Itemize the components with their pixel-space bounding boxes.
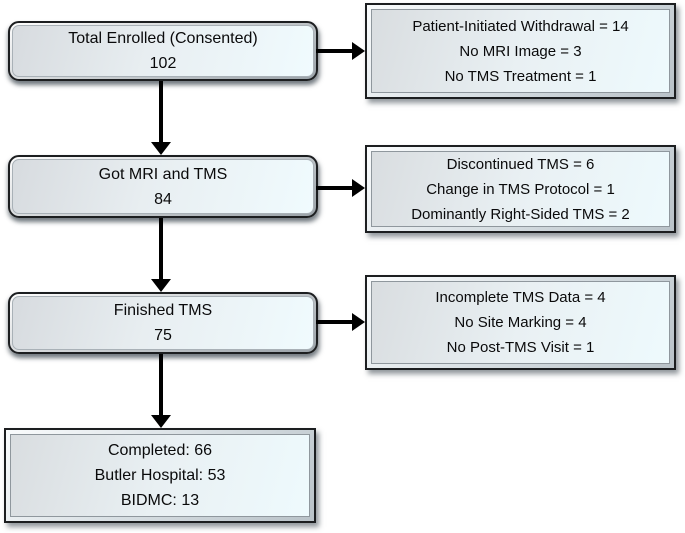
arrow-down-icon xyxy=(151,415,171,428)
exclusion-box-discontinued: Discontinued TMS = 6 Change in TMS Proto… xyxy=(365,145,676,233)
arrow-shaft xyxy=(159,81,163,142)
box-line: Change in TMS Protocol = 1 xyxy=(426,180,615,198)
box-line: BIDMC: 13 xyxy=(120,492,200,509)
box-line: Incomplete TMS Data = 4 xyxy=(435,289,606,306)
arrow-down-enrolled-to-mri xyxy=(151,81,171,155)
flow-box-completed: Completed: 66 Butler Hospital: 53 BIDMC:… xyxy=(4,428,316,523)
box-line: Dominantly Right-Sided TMS = 2 xyxy=(411,205,630,223)
arrow-right-to-discontinued xyxy=(316,178,365,198)
box-line: Finished TMS xyxy=(113,302,213,319)
exclusion-box-withdrawal-face: Patient-Initiated Withdrawal = 14 No MRI… xyxy=(371,9,670,93)
arrow-shaft xyxy=(316,49,353,53)
flow-box-got-mri-tms-face: Got MRI and TMS 84 xyxy=(12,159,314,214)
arrow-down-mri-to-finished xyxy=(151,218,171,292)
box-line: Total Enrolled (Consented) xyxy=(68,30,258,47)
arrow-right-icon xyxy=(352,179,365,197)
box-line: No TMS Treatment = 1 xyxy=(444,67,597,85)
box-count: 84 xyxy=(154,190,172,208)
flow-box-finished-tms: Finished TMS 75 xyxy=(8,292,318,354)
flow-box-total-enrolled: Total Enrolled (Consented) 102 xyxy=(8,21,318,81)
box-line: Got MRI and TMS xyxy=(98,165,228,183)
arrow-right-to-withdrawal xyxy=(316,41,365,61)
flow-box-completed-face: Completed: 66 Butler Hospital: 53 BIDMC:… xyxy=(10,434,310,517)
box-line: No MRI Image = 3 xyxy=(459,42,582,60)
box-line: Completed: 66 xyxy=(107,442,213,459)
box-line: Butler Hospital: 53 xyxy=(94,467,226,484)
exclusion-box-withdrawal: Patient-Initiated Withdrawal = 14 No MRI… xyxy=(365,3,676,99)
flow-box-finished-tms-face: Finished TMS 75 xyxy=(12,296,314,350)
arrow-right-icon xyxy=(352,313,365,331)
arrow-right-icon xyxy=(352,42,365,60)
arrow-shaft xyxy=(159,354,163,415)
flow-box-got-mri-tms: Got MRI and TMS 84 xyxy=(8,155,318,218)
box-count: 75 xyxy=(154,327,172,344)
exclusion-box-discontinued-face: Discontinued TMS = 6 Change in TMS Proto… xyxy=(371,151,670,227)
arrow-down-finished-to-completed xyxy=(151,354,171,428)
flow-box-total-enrolled-face: Total Enrolled (Consented) 102 xyxy=(12,25,314,77)
exclusion-box-incomplete-data: Incomplete TMS Data = 4 No Site Marking … xyxy=(365,275,676,370)
arrow-shaft xyxy=(159,218,163,279)
box-line: No Site Marking = 4 xyxy=(454,314,587,331)
arrow-right-to-incomplete xyxy=(316,312,365,332)
arrow-shaft xyxy=(316,186,353,190)
arrow-down-icon xyxy=(151,279,171,292)
box-line: Patient-Initiated Withdrawal = 14 xyxy=(412,17,629,35)
box-count: 102 xyxy=(149,55,177,72)
box-line: No Post-TMS Visit = 1 xyxy=(446,339,595,356)
box-line: Discontinued TMS = 6 xyxy=(446,155,595,173)
arrow-down-icon xyxy=(151,142,171,155)
arrow-shaft xyxy=(316,320,353,324)
exclusion-box-incomplete-data-face: Incomplete TMS Data = 4 No Site Marking … xyxy=(371,281,670,364)
